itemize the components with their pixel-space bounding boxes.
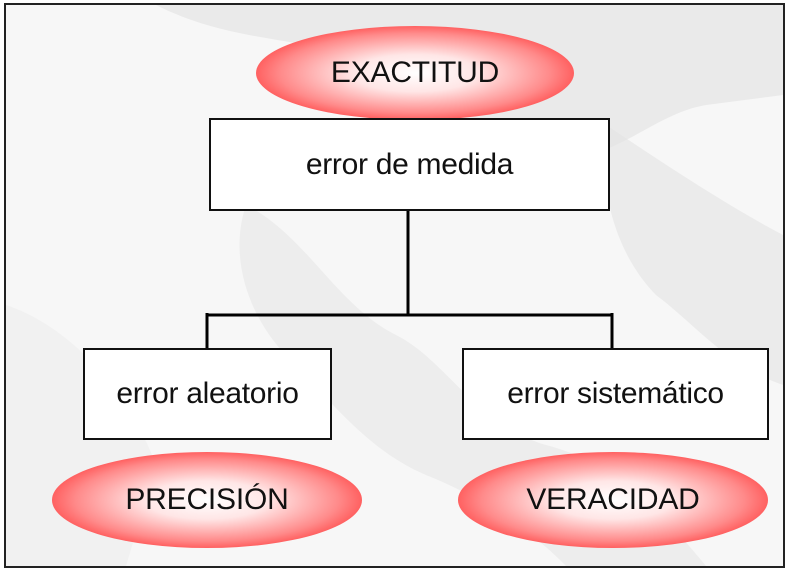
error-de-medida-box: error de medida (209, 118, 610, 211)
error-aleatorio-label: error aleatorio (116, 377, 299, 410)
veracidad-label: VERACIDAD (526, 483, 700, 516)
precision-ellipse: PRECISIÓN (52, 452, 362, 548)
veracidad-ellipse: VERACIDAD (458, 452, 768, 548)
precision-label: PRECISIÓN (125, 483, 289, 516)
error-sistematico-label: error sistemático (507, 377, 724, 410)
connector-lines (205, 210, 614, 350)
error-aleatorio-box: error aleatorio (83, 348, 332, 440)
diagram-frame: EXACTITUD error de medida error aleatori… (4, 3, 785, 568)
error-de-medida-label: error de medida (305, 147, 514, 181)
error-sistematico-box: error sistemático (462, 348, 769, 440)
exactitud-label: EXACTITUD (330, 56, 500, 89)
exactitud-ellipse: EXACTITUD (256, 26, 574, 120)
